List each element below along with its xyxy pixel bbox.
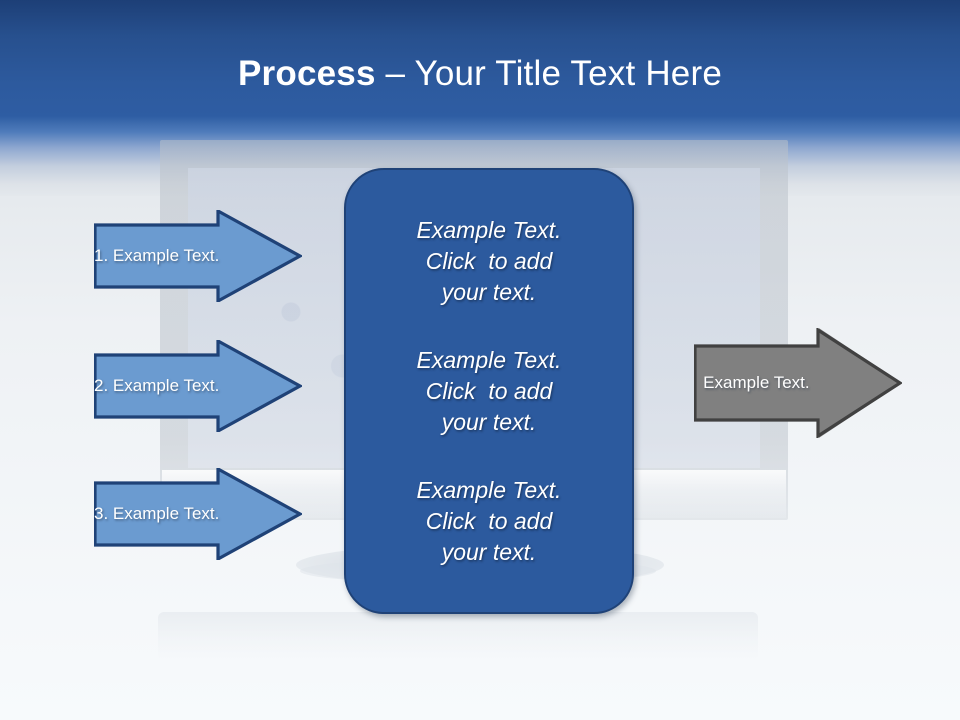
center-text-block-2: Example Text. Click to add your text. [417,345,562,438]
input-arrow-2[interactable]: 2. Example Text. [94,340,302,432]
input-arrow-3-label: 3. Example Text. [94,504,220,523]
slide-title: Process – Your Title Text Here [0,52,960,96]
arrow-outline-icon [694,328,902,438]
input-arrow-2-label: 2. Example Text. [94,376,220,395]
input-arrow-1[interactable]: 1. Example Text. [94,210,302,302]
center-block-2-line-1: Example Text. [416,346,562,373]
output-arrow-label: Example Text. [703,373,810,392]
center-block-3-line-1: Example Text. [416,476,562,503]
output-arrow[interactable]: Example Text. [694,328,902,438]
center-block-1-line-3: your text. [441,278,537,305]
center-block-1-line-1: Example Text. [416,216,562,243]
center-text-block-3: Example Text. Click to add your text. [417,475,562,568]
center-block-2-line-2: Click to add [425,377,553,404]
desk-panel-image [158,612,758,660]
arrow-outline-icon [94,468,302,560]
input-arrow-3[interactable]: 3. Example Text. [94,468,302,560]
center-block-3-line-3: your text. [441,538,537,565]
slide-title-bold: Process [238,54,376,93]
center-text-block-1: Example Text. Click to add your text. [417,215,562,308]
center-process-panel[interactable]: Example Text. Click to add your text. Ex… [344,168,634,614]
center-block-1-line-2: Click to add [425,247,553,274]
center-block-2-line-3: your text. [441,408,537,435]
arrow-outline-icon [94,210,302,302]
input-arrow-1-label: 1. Example Text. [94,246,220,265]
arrow-outline-icon [94,340,302,432]
slide-title-rest: – Your Title Text Here [375,54,722,93]
center-block-3-line-2: Click to add [425,507,553,534]
